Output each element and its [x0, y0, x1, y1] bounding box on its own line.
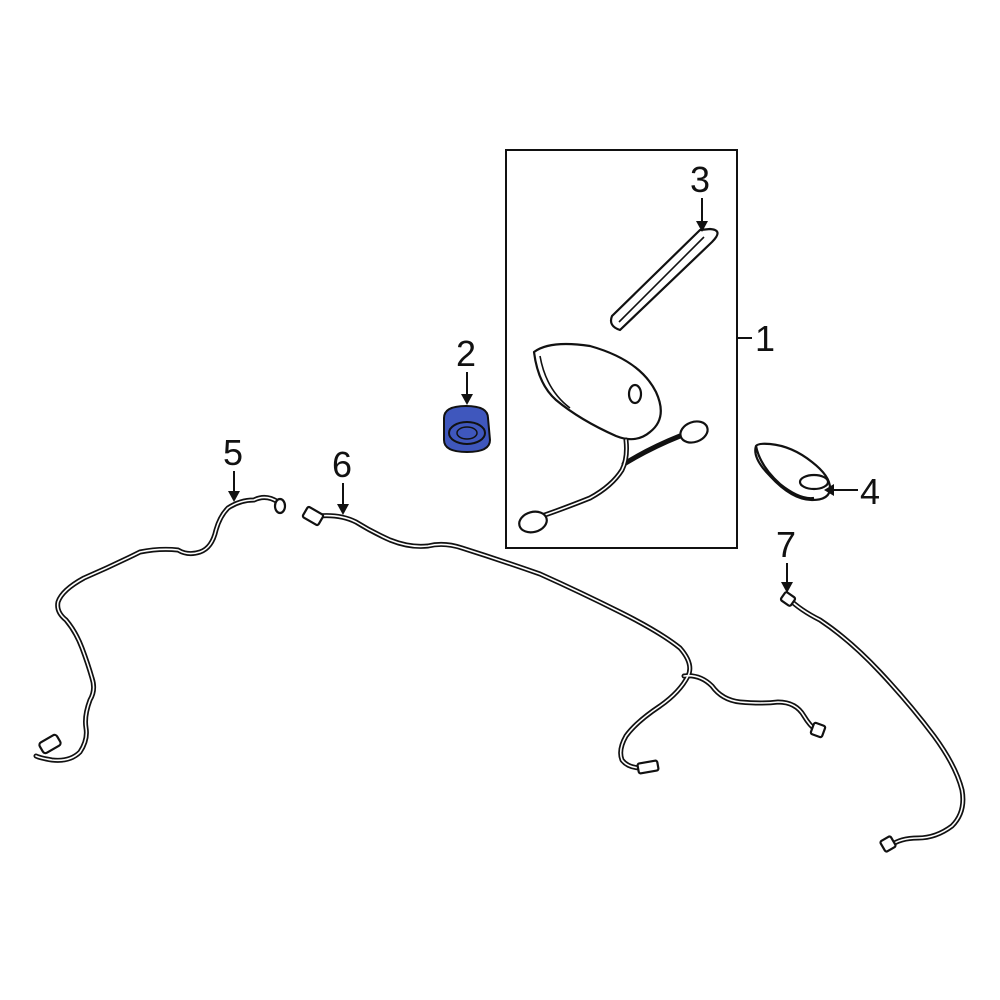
part-3-gasket[interactable] [609, 227, 719, 332]
callout-4-label: 4 [860, 471, 880, 512]
callout-5-arrowhead [228, 491, 240, 502]
part-6-cable[interactable] [301, 505, 827, 775]
assembly-box [505, 149, 738, 549]
callout-4-arrowhead [824, 484, 834, 496]
callout-2-arrowhead [461, 394, 473, 405]
callout-5-label: 5 [223, 432, 243, 473]
part-4-cap[interactable] [754, 442, 832, 502]
callout-6-arrowhead [337, 504, 349, 515]
callout-2-label: 2 [456, 333, 476, 374]
callout-7-arrowhead [781, 582, 793, 593]
part-5-cable[interactable] [33, 494, 287, 763]
callout-6-label: 6 [332, 444, 352, 485]
callout-3-arrowhead [696, 221, 708, 232]
part-2-grommet[interactable] [443, 404, 492, 454]
callout-7-label: 7 [776, 524, 796, 565]
callout-1-label: 1 [755, 318, 775, 359]
callout-3-label: 3 [690, 159, 710, 200]
part-7-cable[interactable] [779, 591, 966, 853]
part-1-antenna[interactable] [517, 342, 711, 535]
